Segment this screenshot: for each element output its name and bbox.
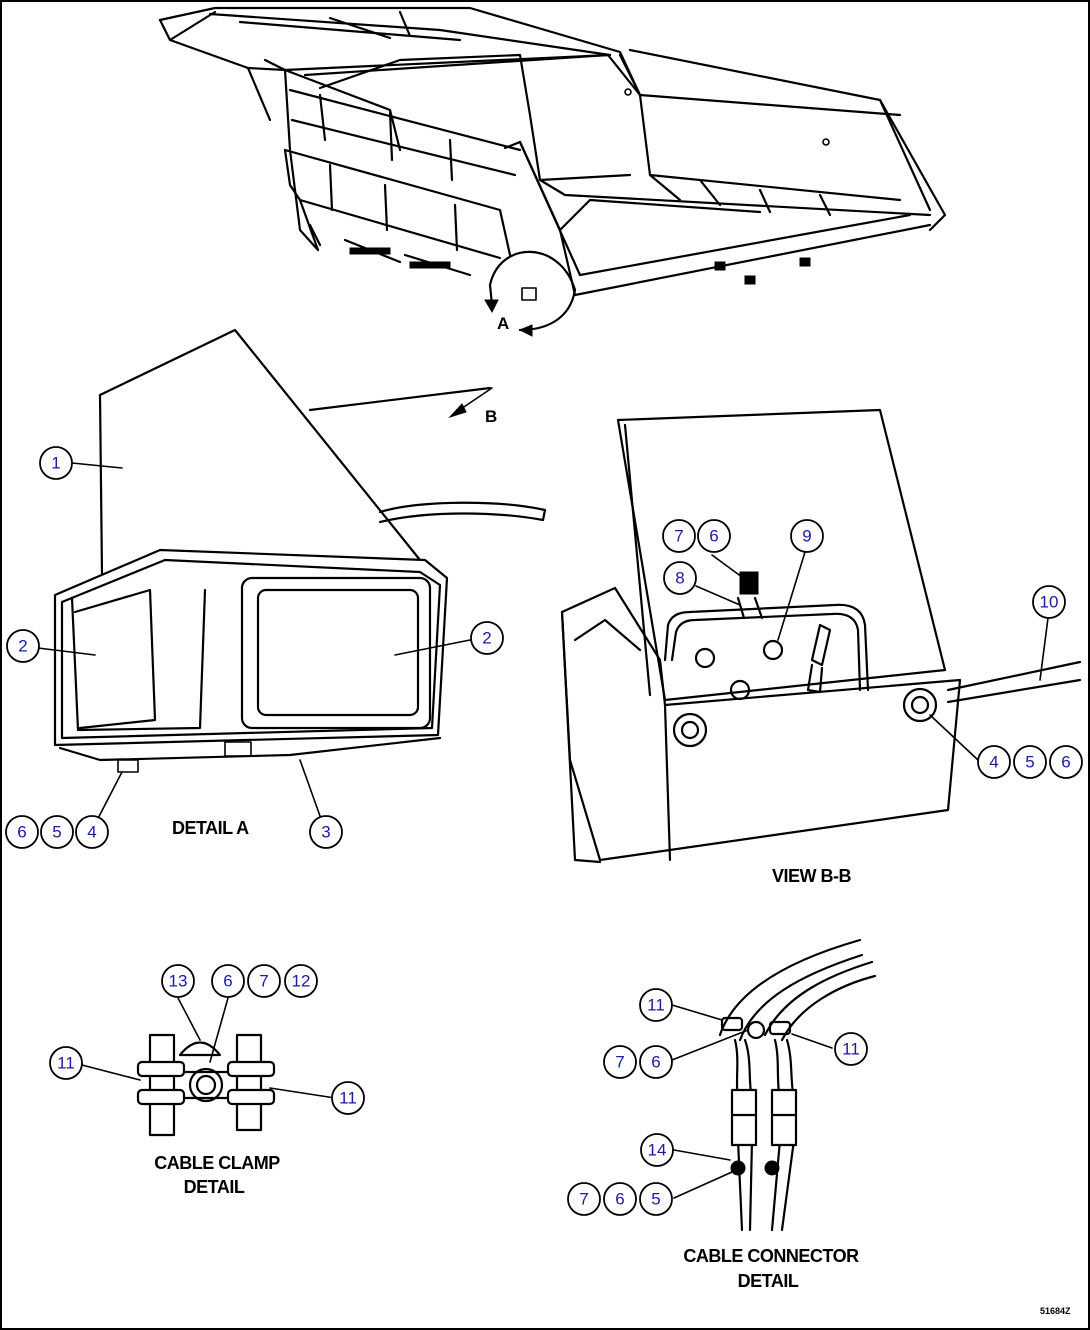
callout-bubble: 11 xyxy=(331,1081,365,1115)
view-bb-illustration xyxy=(560,408,1082,864)
callout-bubble: 7 xyxy=(247,964,281,998)
svg-text:11: 11 xyxy=(647,996,665,1015)
svg-text:2: 2 xyxy=(482,629,491,648)
callout-bubble: 7 xyxy=(603,1045,637,1079)
callout-bubble: 6 xyxy=(1049,745,1083,779)
callout-bubble: 11 xyxy=(834,1032,868,1066)
svg-text:8: 8 xyxy=(675,569,684,588)
svg-text:6: 6 xyxy=(615,1190,624,1209)
svg-text:14: 14 xyxy=(648,1141,667,1160)
callout-bubble: 5 xyxy=(40,815,74,849)
callout-group-cable-clamp: 13 6 7 12 11 11 xyxy=(49,964,365,1115)
svg-text:7: 7 xyxy=(579,1190,588,1209)
cable-clamp-label-line1: CABLE CLAMP xyxy=(154,1153,280,1173)
dump-body-illustration: A xyxy=(158,6,947,337)
callout-bubble: 6 xyxy=(211,964,245,998)
drawing-number: 51684Z xyxy=(1040,1306,1071,1316)
view-letter-a: A xyxy=(497,314,509,333)
svg-text:13: 13 xyxy=(169,972,188,991)
callout-bubble: 1 xyxy=(39,446,73,480)
svg-text:4: 4 xyxy=(989,753,998,772)
svg-text:12: 12 xyxy=(292,972,311,991)
cable-connector-illustration xyxy=(671,938,877,1232)
svg-text:6: 6 xyxy=(651,1053,660,1072)
svg-text:5: 5 xyxy=(651,1190,660,1209)
callout-bubble: 2 xyxy=(6,629,40,663)
callout-bubble: 6 xyxy=(603,1182,637,1216)
svg-text:11: 11 xyxy=(57,1054,75,1073)
callout-bubble: 4 xyxy=(977,745,1011,779)
svg-text:5: 5 xyxy=(52,823,61,842)
detail-a-label: DETAIL A xyxy=(172,818,249,838)
callout-group-view-bb: 7 6 9 8 10 4 5 6 xyxy=(662,519,1083,779)
svg-text:6: 6 xyxy=(709,527,718,546)
callout-bubble: 6 xyxy=(5,815,39,849)
callout-bubble: 6 xyxy=(639,1045,673,1079)
callout-bubble: 11 xyxy=(639,988,673,1022)
callout-bubble: 6 xyxy=(697,519,731,553)
svg-text:7: 7 xyxy=(674,527,683,546)
callout-bubble: 11 xyxy=(49,1046,83,1080)
svg-text:9: 9 xyxy=(802,527,811,546)
cable-connector-label-line2: DETAIL xyxy=(738,1271,799,1291)
callout-bubble: 12 xyxy=(284,964,318,998)
svg-text:11: 11 xyxy=(339,1089,357,1108)
cable-connector-label-line1: CABLE CONNECTOR xyxy=(683,1246,859,1266)
callout-bubble: 5 xyxy=(1013,745,1047,779)
view-bb-label: VIEW B-B xyxy=(772,866,851,886)
svg-text:6: 6 xyxy=(223,972,232,991)
svg-text:5: 5 xyxy=(1025,753,1034,772)
svg-text:3: 3 xyxy=(321,823,330,842)
callout-bubble: 9 xyxy=(790,519,824,553)
svg-text:6: 6 xyxy=(17,823,26,842)
svg-text:11: 11 xyxy=(842,1040,860,1059)
detail-a-illustration: B xyxy=(37,328,547,831)
callout-group-detail-a: 1 2 2 3 6 5 4 xyxy=(5,446,504,849)
callout-bubble: 5 xyxy=(639,1182,673,1216)
svg-text:2: 2 xyxy=(18,637,27,656)
svg-text:4: 4 xyxy=(87,823,96,842)
callout-bubble: 4 xyxy=(75,815,109,849)
svg-text:6: 6 xyxy=(1061,753,1070,772)
svg-text:7: 7 xyxy=(615,1053,624,1072)
svg-text:7: 7 xyxy=(259,972,268,991)
callout-bubble: 2 xyxy=(470,621,504,655)
svg-text:10: 10 xyxy=(1040,593,1059,612)
callout-bubble: 14 xyxy=(640,1133,674,1167)
view-letter-b: B xyxy=(485,407,497,426)
callout-bubble: 8 xyxy=(663,561,697,595)
callout-bubble: 10 xyxy=(1032,585,1066,619)
cable-clamp-illustration xyxy=(81,997,336,1137)
callout-bubble: 3 xyxy=(309,815,343,849)
callout-group-cable-connector: 11 11 7 6 14 7 6 5 xyxy=(567,988,868,1216)
callout-bubble: 13 xyxy=(161,964,195,998)
callout-bubble: 7 xyxy=(662,519,696,553)
svg-text:1: 1 xyxy=(51,454,60,473)
callout-bubble: 7 xyxy=(567,1182,601,1216)
cable-clamp-label-line2: DETAIL xyxy=(184,1177,245,1197)
